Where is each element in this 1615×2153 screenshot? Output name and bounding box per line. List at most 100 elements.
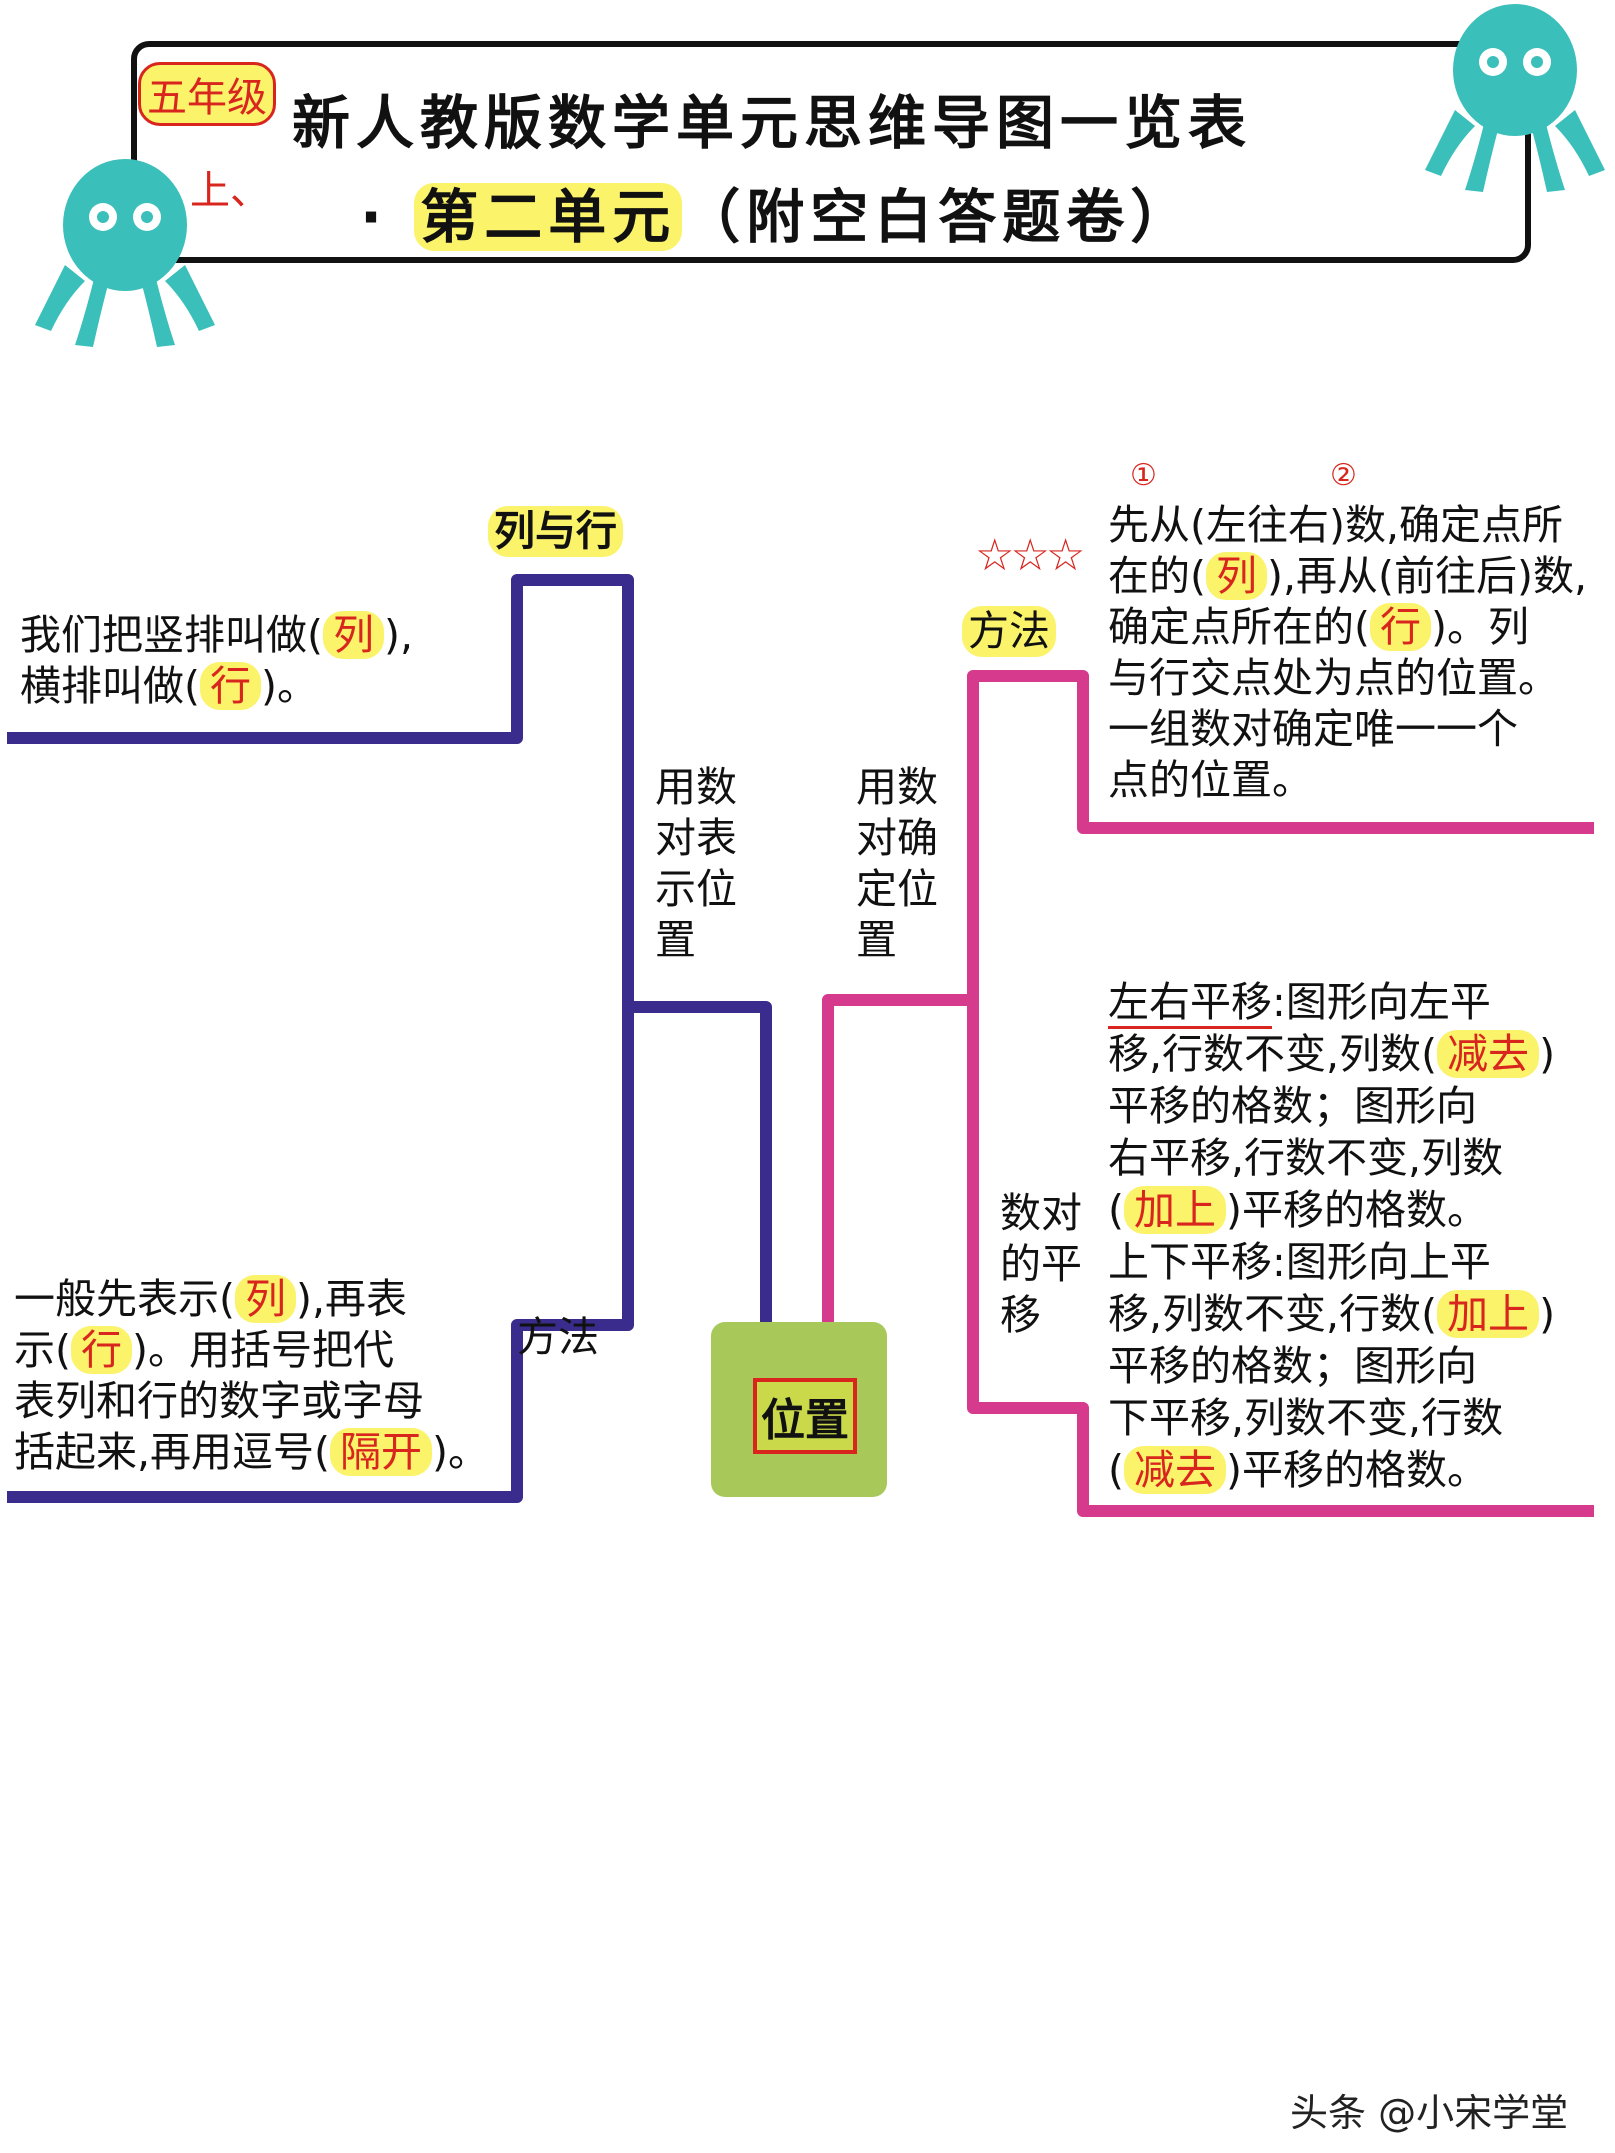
left-top-text: 我们把竖排叫做(列),横排叫做(行)。 xyxy=(20,610,413,712)
subtitle-dot: · xyxy=(360,183,389,251)
step-mark-1: ① xyxy=(1130,458,1157,493)
handwritten-answer: 行 xyxy=(1370,603,1431,651)
text-line: 表列和行的数字或字母 xyxy=(14,1376,489,1427)
handwritten-answer: 减去 xyxy=(1437,1030,1540,1078)
text-line: 移,列数不变,行数(加上) xyxy=(1108,1288,1555,1340)
text-line: 一组数对确定唯一一个 xyxy=(1108,704,1587,755)
text-segment: 点的位置。 xyxy=(1108,756,1313,804)
text-line: 上下平移:图形向上平 xyxy=(1108,1236,1555,1288)
left-top-topic: 列与行 xyxy=(488,506,623,557)
label-line: 数对 xyxy=(1000,1189,1082,1237)
text-segment: 我们把竖排叫做( xyxy=(20,611,323,659)
text-line: 示(行)。用括号把代 xyxy=(14,1325,489,1376)
left-bottom-topic: 方法 xyxy=(517,1313,599,1361)
text-segment: )平移的格数。 xyxy=(1226,1446,1488,1494)
text-segment: 平移的格数；图形向 xyxy=(1108,1342,1477,1390)
handwritten-answer: 隔开 xyxy=(330,1428,433,1476)
text-segment: ( xyxy=(1108,1186,1124,1234)
label-line: 对表 xyxy=(655,814,737,862)
left-branch-bottom xyxy=(7,1007,634,1503)
text-segment: )。用括号把代 xyxy=(132,1326,394,1374)
text-line: 括起来,再用逗号(隔开)。 xyxy=(14,1427,489,1478)
label-line: 定位 xyxy=(856,865,938,913)
label-line: 移 xyxy=(1000,1291,1041,1339)
text-segment: )。列 xyxy=(1431,603,1529,651)
label-line: 置 xyxy=(856,916,897,964)
right-branch-bottom xyxy=(967,1000,1594,1517)
text-segment: 确定点所在的( xyxy=(1108,603,1370,651)
text-segment: 下平移,列数不变,行数 xyxy=(1108,1394,1504,1442)
grade-handwritten-note: 五年级 xyxy=(138,62,276,126)
left-branch-top xyxy=(7,574,634,1007)
label-line: 用数 xyxy=(655,763,737,811)
octopus-icon xyxy=(35,159,215,347)
text-segment: )。 xyxy=(432,1428,490,1476)
text-line: 确定点所在的(行)。列 xyxy=(1108,602,1587,653)
right-branch-top xyxy=(967,670,1594,1000)
text-line: 移,行数不变,列数(减去) xyxy=(1108,1028,1555,1080)
text-line: 平移的格数；图形向 xyxy=(1108,1080,1555,1132)
text-segment: 一组数对确定唯一一个 xyxy=(1108,705,1518,753)
text-line: 一般先表示(列),再表 xyxy=(14,1274,489,1325)
text-segment: 与行交点处为点的位置。 xyxy=(1108,654,1559,702)
text-segment: 平移的格数；图形向 xyxy=(1108,1082,1477,1130)
text-line: 平移的格数；图形向 xyxy=(1108,1340,1555,1392)
handwritten-answer: 列 xyxy=(323,611,384,659)
text-segment: )平移的格数。 xyxy=(1226,1186,1488,1234)
text-segment: 示( xyxy=(14,1326,71,1374)
text-line: 在的(列),再从(前往后)数, xyxy=(1108,551,1587,602)
right-top-text: 先从(左往右)数,确定点所在的(列),再从(前往后)数,确定点所在的(行)。列与… xyxy=(1108,500,1587,806)
text-segment: ), xyxy=(384,611,414,659)
label-line: 的平 xyxy=(1000,1240,1082,1288)
handwritten-answer: 加上 xyxy=(1124,1186,1226,1234)
handwritten-answer: 行 xyxy=(71,1326,132,1374)
watermark: 头条 @小宋学堂 xyxy=(1290,2091,1569,2135)
handwritten-answer: 减去 xyxy=(1124,1446,1226,1494)
subtitle-unit: 第二单元 xyxy=(414,183,683,251)
text-segment: 移,行数不变,列数( xyxy=(1108,1030,1438,1078)
subtitle-rest: （附空白答题卷） xyxy=(682,183,1195,251)
text-line: 下平移,列数不变,行数 xyxy=(1108,1392,1555,1444)
grade-sub-note: 上、 xyxy=(190,168,270,214)
left-branch-label: 用数 对表 示位 置 xyxy=(655,762,745,966)
text-segment: 移,列数不变,行数( xyxy=(1108,1290,1438,1338)
text-line: 点的位置。 xyxy=(1108,755,1587,806)
right-bottom-text: 左右平移:图形向左平移,行数不变,列数(减去)平移的格数；图形向右平移,行数不变… xyxy=(1108,976,1555,1496)
text-line: 左右平移:图形向左平 xyxy=(1108,976,1555,1029)
text-segment: ) xyxy=(1539,1030,1556,1078)
text-segment: 横排叫做( xyxy=(20,662,200,710)
text-segment: 一般先表示( xyxy=(14,1275,235,1323)
text-segment: ) xyxy=(1539,1290,1556,1338)
left-bottom-text: 一般先表示(列),再表示(行)。用括号把代表列和行的数字或字母括起来,再用逗号(… xyxy=(14,1274,489,1478)
handwritten-answer: 行 xyxy=(200,662,261,710)
step-mark-2: ② xyxy=(1330,458,1357,493)
text-segment: 先从(左往右)数,确定点所 xyxy=(1108,501,1564,549)
left-branch-main xyxy=(628,1001,772,1325)
handwritten-answer: 加上 xyxy=(1437,1290,1540,1338)
text-segment: ( xyxy=(1108,1446,1124,1494)
text-line: (减去)平移的格数。 xyxy=(1108,1444,1555,1496)
text-segment: ),再从(前往后)数, xyxy=(1267,552,1588,600)
handwritten-answer: 列 xyxy=(235,1275,296,1323)
page-subtitle: · 第二单元（附空白答题卷） xyxy=(360,170,1194,254)
text-segment: 上下平移:图形向上平 xyxy=(1108,1238,1491,1286)
underlined-term: 左右平移 xyxy=(1108,978,1272,1029)
text-line: (加上)平移的格数。 xyxy=(1108,1184,1555,1236)
text-segment: 在的( xyxy=(1108,552,1206,600)
text-segment: 括起来,再用逗号( xyxy=(14,1428,331,1476)
center-node-label: 位置 xyxy=(753,1378,857,1454)
text-line: 右平移,行数不变,列数 xyxy=(1108,1132,1555,1184)
page-title: 新人教版数学单元思维导图一览表 xyxy=(292,89,1253,157)
label-line: 置 xyxy=(655,916,696,964)
star-marks: ☆☆☆ xyxy=(975,530,1085,581)
right-bottom-topic: 数对 的平 移 xyxy=(1000,1188,1090,1341)
right-top-topic: 方法 xyxy=(962,606,1056,657)
label-line: 对确 xyxy=(856,814,938,862)
title-frame xyxy=(131,41,1531,263)
right-branch-main xyxy=(822,994,973,1325)
text-segment: 表列和行的数字或字母 xyxy=(14,1377,424,1425)
label-line: 用数 xyxy=(856,763,938,811)
text-segment: :图形向左平 xyxy=(1272,978,1491,1026)
handwritten-answer: 列 xyxy=(1206,552,1267,600)
